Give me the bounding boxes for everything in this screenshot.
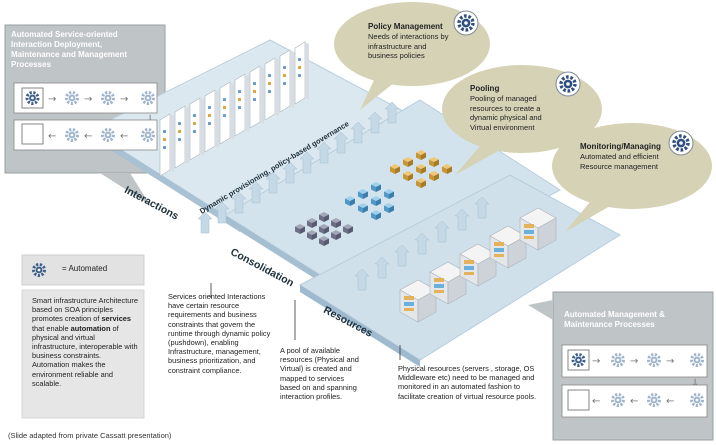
resources-plane-edge bbox=[300, 285, 420, 367]
bottom-right-panel-title: Automated Management & Maintenance Proce… bbox=[564, 310, 665, 329]
svg-text:←: ← bbox=[48, 131, 56, 142]
footer-caption: (Slide adapted from private Cassatt pres… bbox=[8, 431, 172, 440]
bubble-monitoring: Monitoring/Managing Automated and effici… bbox=[580, 142, 672, 171]
bubble-policy: Policy Management Needs of interactions … bbox=[368, 22, 454, 61]
bubble-policy-title: Policy Management bbox=[368, 22, 443, 31]
svg-text:→: → bbox=[592, 356, 600, 367]
bubble-pooling-body: Pooling of managed resources to create a… bbox=[470, 94, 542, 132]
bubble-pooling: Pooling Pooling of managed resources to … bbox=[470, 84, 560, 132]
svg-text:←: ← bbox=[630, 396, 638, 407]
top-left-panel-title: Automated Service-oriented Interaction D… bbox=[11, 30, 128, 69]
policy-gear-icon bbox=[452, 9, 480, 37]
interactions-plane-edge bbox=[90, 130, 240, 232]
note-physical: Physical resources (servers , storage, O… bbox=[398, 364, 537, 401]
svg-text:↓: ↓ bbox=[691, 378, 699, 389]
svg-text:→: → bbox=[630, 356, 638, 367]
top-left-panel-pointer bbox=[100, 173, 150, 205]
bubble-monitoring-title: Monitoring/Managing bbox=[580, 142, 661, 151]
top-left-flow: → → → ↓ ← ← ← bbox=[13, 82, 158, 151]
legend-text-box bbox=[21, 289, 145, 419]
bubble-policy-bg bbox=[334, 2, 490, 86]
svg-text:→: → bbox=[48, 94, 56, 105]
bubble-monitoring-body: Automated and efficient Resource managem… bbox=[580, 152, 659, 171]
bottom-right-flow: → → → ↓ ← ← ← bbox=[561, 344, 708, 418]
svg-text:→: → bbox=[120, 94, 128, 105]
note-services: Services oriented Interactions have cert… bbox=[168, 292, 271, 375]
bubble-pooling-title: Pooling bbox=[470, 84, 500, 93]
svg-text:←: ← bbox=[84, 131, 92, 142]
svg-text:←: ← bbox=[666, 396, 674, 407]
legend-description: Smart infrastructure Architecture based … bbox=[32, 296, 138, 388]
svg-text:←: ← bbox=[592, 396, 600, 407]
svg-text:→: → bbox=[666, 356, 674, 367]
svg-text:→: → bbox=[84, 94, 92, 105]
svg-text:←: ← bbox=[120, 131, 128, 142]
legend-automated-label: = Automated bbox=[62, 264, 108, 273]
bottom-right-panel-pointer bbox=[528, 300, 553, 320]
svg-text:↓: ↓ bbox=[146, 114, 154, 125]
monitoring-gear-icon bbox=[667, 129, 695, 157]
note-pool: A pool of available resources (Physical … bbox=[280, 346, 359, 402]
bubble-policy-body: Needs of interactions by infrastructure … bbox=[368, 32, 449, 60]
